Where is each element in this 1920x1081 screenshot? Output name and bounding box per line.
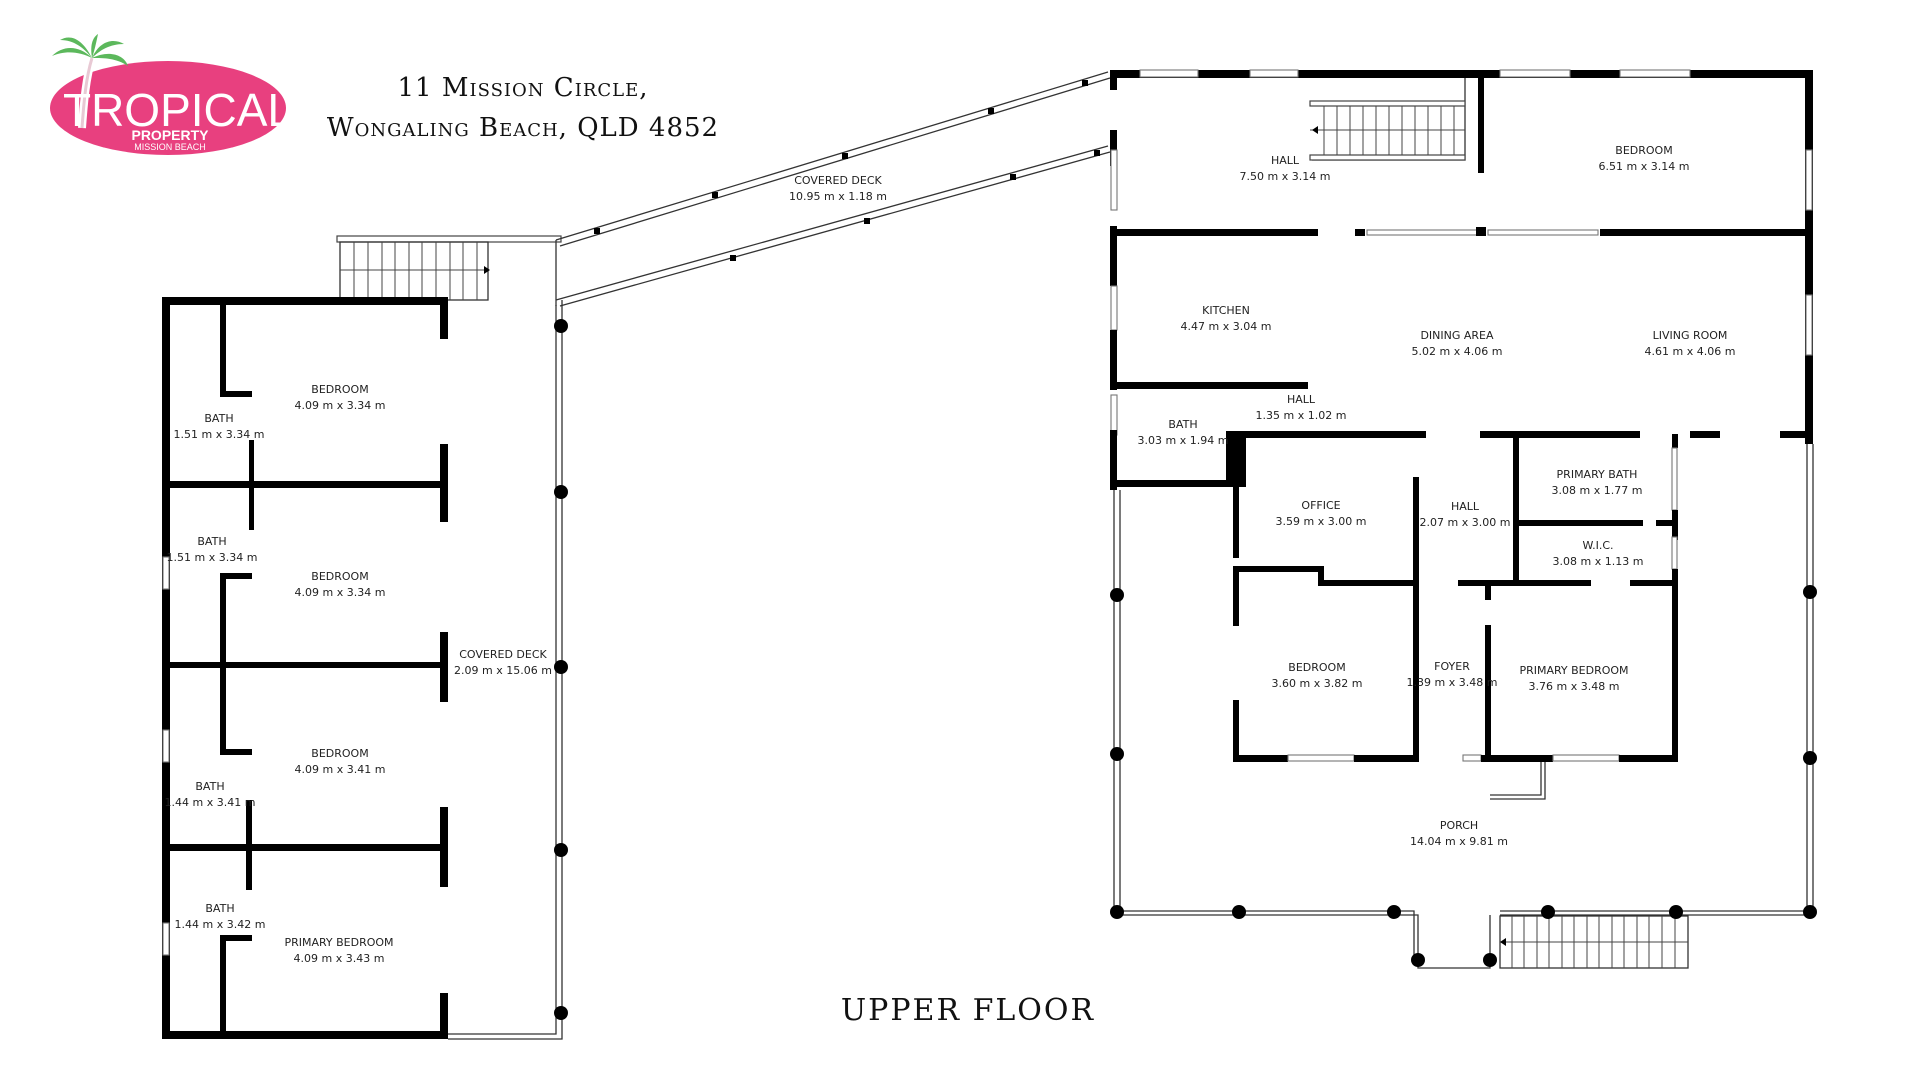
room-dimensions: 6.51 m x 3.14 m: [1599, 160, 1690, 173]
room-dimensions: 1.35 m x 1.02 m: [1256, 409, 1347, 422]
room-labels: BEDROOM 4.09 m x 3.34 m BATH 1.51 m x 3.…: [165, 144, 1736, 965]
room-dimensions: 5.02 m x 4.06 m: [1412, 345, 1503, 358]
room-bedroom-upper: BEDROOM 6.51 m x 3.14 m: [1599, 144, 1690, 173]
room-foyer: FOYER 1.39 m x 3.48 m: [1407, 660, 1498, 689]
palm-tree-icon: [52, 34, 128, 129]
room-name: BATH: [195, 780, 224, 793]
floor-title: UPPER FLOOR: [841, 993, 1095, 1028]
logo-tagline: MISSION BEACH: [134, 142, 206, 152]
room-dimensions: 14.04 m x 9.81 m: [1410, 835, 1508, 848]
left-wing: [162, 235, 568, 1040]
room-name: PRIMARY BATH: [1557, 468, 1638, 481]
room-name: COVERED DECK: [459, 648, 547, 661]
room-dining-area: DINING AREA 5.02 m x 4.06 m: [1412, 329, 1503, 358]
room-wic: W.I.C. 3.08 m x 1.13 m: [1553, 539, 1644, 568]
room-name: BEDROOM: [1288, 661, 1345, 674]
room-dimensions: 1.44 m x 3.41 m: [165, 796, 256, 809]
porch-stair: [1499, 915, 1689, 969]
room-dimensions: 4.09 m x 3.41 m: [295, 763, 386, 776]
room-name: HALL: [1287, 393, 1316, 406]
room-hall-small: HALL 1.35 m x 1.02 m: [1256, 393, 1347, 422]
room-dimensions: 3.08 m x 1.13 m: [1553, 555, 1644, 568]
room-name: BATH: [204, 412, 233, 425]
logo-ellipse: [50, 61, 286, 155]
room-dimensions: 3.03 m x 1.94 m: [1138, 434, 1229, 447]
room-dimensions: 1.51 m x 3.34 m: [167, 551, 258, 564]
room-left-primary-bedroom: PRIMARY BEDROOM 4.09 m x 3.43 m: [284, 936, 393, 965]
room-hall-mid: HALL 2.07 m x 3.00 m: [1420, 500, 1511, 529]
room-name: HALL: [1451, 500, 1480, 513]
room-name: BATH: [197, 535, 226, 548]
room-left-bedroom-2: BEDROOM 4.09 m x 3.34 m: [295, 570, 386, 599]
room-name: BEDROOM: [311, 570, 368, 583]
room-name: LIVING ROOM: [1653, 329, 1728, 342]
room-name: BATH: [205, 902, 234, 915]
room-name: BEDROOM: [311, 747, 368, 760]
room-name: W.I.C.: [1582, 539, 1613, 552]
room-name: COVERED DECK: [794, 174, 882, 187]
bridge-deck: [555, 71, 1111, 307]
room-dimensions: 1.44 m x 3.42 m: [175, 918, 266, 931]
room-name: BEDROOM: [1615, 144, 1672, 157]
room-left-bath-1: BATH 1.51 m x 3.34 m: [174, 412, 265, 441]
logo-sub-text: PROPERTY: [131, 127, 209, 143]
room-name: PORCH: [1440, 819, 1478, 832]
room-dimensions: 2.09 m x 15.06 m: [454, 664, 552, 677]
left-stair: [336, 235, 562, 301]
room-left-bedroom-1: BEDROOM 4.09 m x 3.34 m: [295, 383, 386, 412]
main-house: [1110, 69, 1817, 969]
room-left-bath-4: BATH 1.44 m x 3.42 m: [175, 902, 266, 931]
room-dimensions: 7.50 m x 3.14 m: [1240, 170, 1331, 183]
room-name: BEDROOM: [311, 383, 368, 396]
room-left-bath-3: BATH 1.44 m x 3.41 m: [165, 780, 256, 809]
room-dimensions: 3.60 m x 3.82 m: [1272, 677, 1363, 690]
room-dimensions: 3.76 m x 3.48 m: [1529, 680, 1620, 693]
room-dimensions: 3.59 m x 3.00 m: [1276, 515, 1367, 528]
room-bath-main: BATH 3.03 m x 1.94 m: [1138, 418, 1229, 447]
room-dimensions: 1.39 m x 3.48 m: [1407, 676, 1498, 689]
room-dimensions: 4.09 m x 3.34 m: [295, 399, 386, 412]
room-dimensions: 10.95 m x 1.18 m: [789, 190, 887, 203]
room-porch: PORCH 14.04 m x 9.81 m: [1410, 819, 1508, 848]
room-left-bedroom-3: BEDROOM 4.09 m x 3.41 m: [295, 747, 386, 776]
room-dimensions: 4.09 m x 3.34 m: [295, 586, 386, 599]
room-kitchen: KITCHEN 4.47 m x 3.04 m: [1181, 304, 1272, 333]
room-dimensions: 4.47 m x 3.04 m: [1181, 320, 1272, 333]
address-line-2: Wongaling Beach, QLD 4852: [327, 113, 719, 143]
logo-main-text: TROPICAL: [63, 84, 293, 136]
address-line-1: 11 Mission Circle,: [398, 73, 649, 103]
room-covered-deck-side: COVERED DECK 2.09 m x 15.06 m: [454, 648, 552, 677]
room-name: PRIMARY BEDROOM: [284, 936, 393, 949]
room-covered-deck-bridge: COVERED DECK 10.95 m x 1.18 m: [789, 174, 887, 203]
room-office: OFFICE 3.59 m x 3.00 m: [1276, 499, 1367, 528]
room-dimensions: 3.08 m x 1.77 m: [1552, 484, 1643, 497]
room-living-room: LIVING ROOM 4.61 m x 4.06 m: [1645, 329, 1736, 358]
room-primary-bedroom-main: PRIMARY BEDROOM 3.76 m x 3.48 m: [1519, 664, 1628, 693]
room-name: OFFICE: [1301, 499, 1340, 512]
room-bedroom-main: BEDROOM 3.60 m x 3.82 m: [1272, 661, 1363, 690]
room-name: HALL: [1271, 154, 1300, 167]
room-name: KITCHEN: [1202, 304, 1250, 317]
room-name: BATH: [1168, 418, 1197, 431]
room-hall-upper: HALL 7.50 m x 3.14 m: [1240, 154, 1331, 183]
room-primary-bath: PRIMARY BATH 3.08 m x 1.77 m: [1552, 468, 1643, 497]
room-dimensions: 1.51 m x 3.34 m: [174, 428, 265, 441]
room-left-bath-2: BATH 1.51 m x 3.34 m: [167, 535, 258, 564]
room-name: PRIMARY BEDROOM: [1519, 664, 1628, 677]
company-logo: TROPICAL PROPERTY MISSION BEACH: [50, 34, 293, 155]
room-dimensions: 4.61 m x 4.06 m: [1645, 345, 1736, 358]
room-dimensions: 4.09 m x 3.43 m: [294, 952, 385, 965]
room-name: FOYER: [1434, 660, 1470, 673]
room-dimensions: 2.07 m x 3.00 m: [1420, 516, 1511, 529]
room-name: DINING AREA: [1420, 329, 1494, 342]
upper-stair: [1309, 78, 1466, 161]
